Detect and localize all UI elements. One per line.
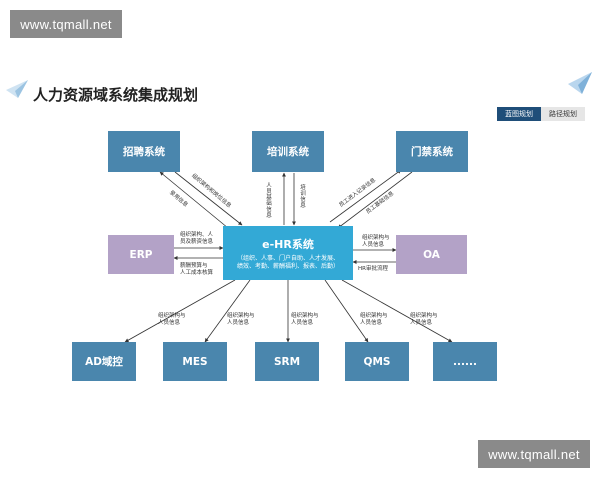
- arrow-ehr-to-recruit: [159, 171, 229, 229]
- label-erp-org-1: 组织架构、人: [180, 232, 214, 238]
- arrow-ehr-to-mes: [204, 279, 251, 343]
- recruit-system-label: 招聘系统: [123, 146, 165, 158]
- label-mes-org-2: 人员信息: [227, 320, 250, 326]
- paper-plane-icon-left: [6, 80, 28, 98]
- oa-label: OA: [423, 248, 440, 261]
- srm-label: SRM: [273, 355, 301, 368]
- arrow-ehr-to-ad: [124, 279, 236, 343]
- ad-label: AD域控: [85, 356, 123, 368]
- label-srm-org-2: 人员信息: [291, 320, 314, 326]
- training-system-box[interactable]: 培训系统: [252, 131, 324, 172]
- watermark-top: www.tqmall.net: [10, 10, 122, 38]
- ehr-system-box[interactable]: e-HR系统 （组织、人事、门户自助、人才发展、 绩效、考勤、薪酬福利、报表、后…: [223, 226, 353, 280]
- arrow-access-to-ehr: [337, 171, 413, 229]
- arrow-ehr-to-access: [329, 169, 402, 223]
- label-training-info: 培训信息: [299, 184, 305, 208]
- label-oa-org-2: 人员信息: [362, 242, 385, 248]
- label-training-basic: 人员基础信息: [265, 182, 271, 218]
- label-qms-org-2: 人员信息: [360, 320, 383, 326]
- ehr-modules-line2: 绩效、考勤、薪酬福利、报表、后勤）: [236, 262, 339, 270]
- label-erp-org-2: 员及薪资信息: [180, 239, 214, 245]
- tab-blueprint[interactable]: 蓝图规划: [497, 107, 541, 121]
- arrow-ehr-to-more: [341, 279, 453, 343]
- label-erp-cost-2: 人工成本核算: [180, 270, 214, 276]
- label-more-org-2: 人员信息: [410, 320, 433, 326]
- tab-roadmap[interactable]: 路径规划: [541, 107, 585, 121]
- label-srm-org-1: 组织架构与: [291, 313, 319, 319]
- erp-label: ERP: [129, 248, 153, 261]
- label-more-org-1: 组织架构与: [410, 313, 438, 319]
- label-qms-org-1: 组织架构与: [360, 313, 388, 319]
- paper-plane-icon-right: [568, 72, 592, 94]
- tab-bar: 蓝图规划 路径规划: [497, 107, 585, 121]
- recruit-system-box[interactable]: 招聘系统: [108, 131, 180, 172]
- watermark-bottom: www.tqmall.net: [478, 440, 590, 468]
- training-system-label: 培训系统: [267, 146, 309, 158]
- arrow-ehr-to-qms: [324, 279, 369, 343]
- ehr-title: e-HR系统: [262, 237, 314, 251]
- ehr-modules-line1: （组织、人事、门户自助、人才发展、: [236, 254, 339, 262]
- label-oa-org-1: 组织架构与: [362, 235, 390, 241]
- mes-label: MES: [182, 355, 208, 368]
- erp-box[interactable]: ERP: [108, 235, 174, 274]
- more-systems-box[interactable]: ......: [433, 342, 497, 381]
- page-title: 人力资源域系统集成规划: [33, 86, 199, 104]
- arrow-recruit-to-ehr: [174, 171, 243, 226]
- access-system-label: 门禁系统: [411, 146, 453, 158]
- label-ad-org-2: 人员信息: [158, 320, 181, 326]
- label-ad-org-1: 组织架构与: [158, 313, 186, 319]
- access-system-box[interactable]: 门禁系统: [396, 131, 468, 172]
- qms-label: QMS: [363, 355, 391, 368]
- qms-box[interactable]: QMS: [345, 342, 409, 381]
- ad-box[interactable]: AD域控: [72, 342, 136, 381]
- label-oa-approval: HR审批流程: [358, 266, 388, 272]
- label-mes-org-1: 组织架构与: [227, 313, 255, 319]
- label-erp-cost-1: 薪酬预算与: [180, 263, 208, 269]
- srm-box[interactable]: SRM: [255, 342, 319, 381]
- mes-box[interactable]: MES: [163, 342, 227, 381]
- oa-box[interactable]: OA: [396, 235, 467, 274]
- more-systems-label: ......: [453, 355, 477, 368]
